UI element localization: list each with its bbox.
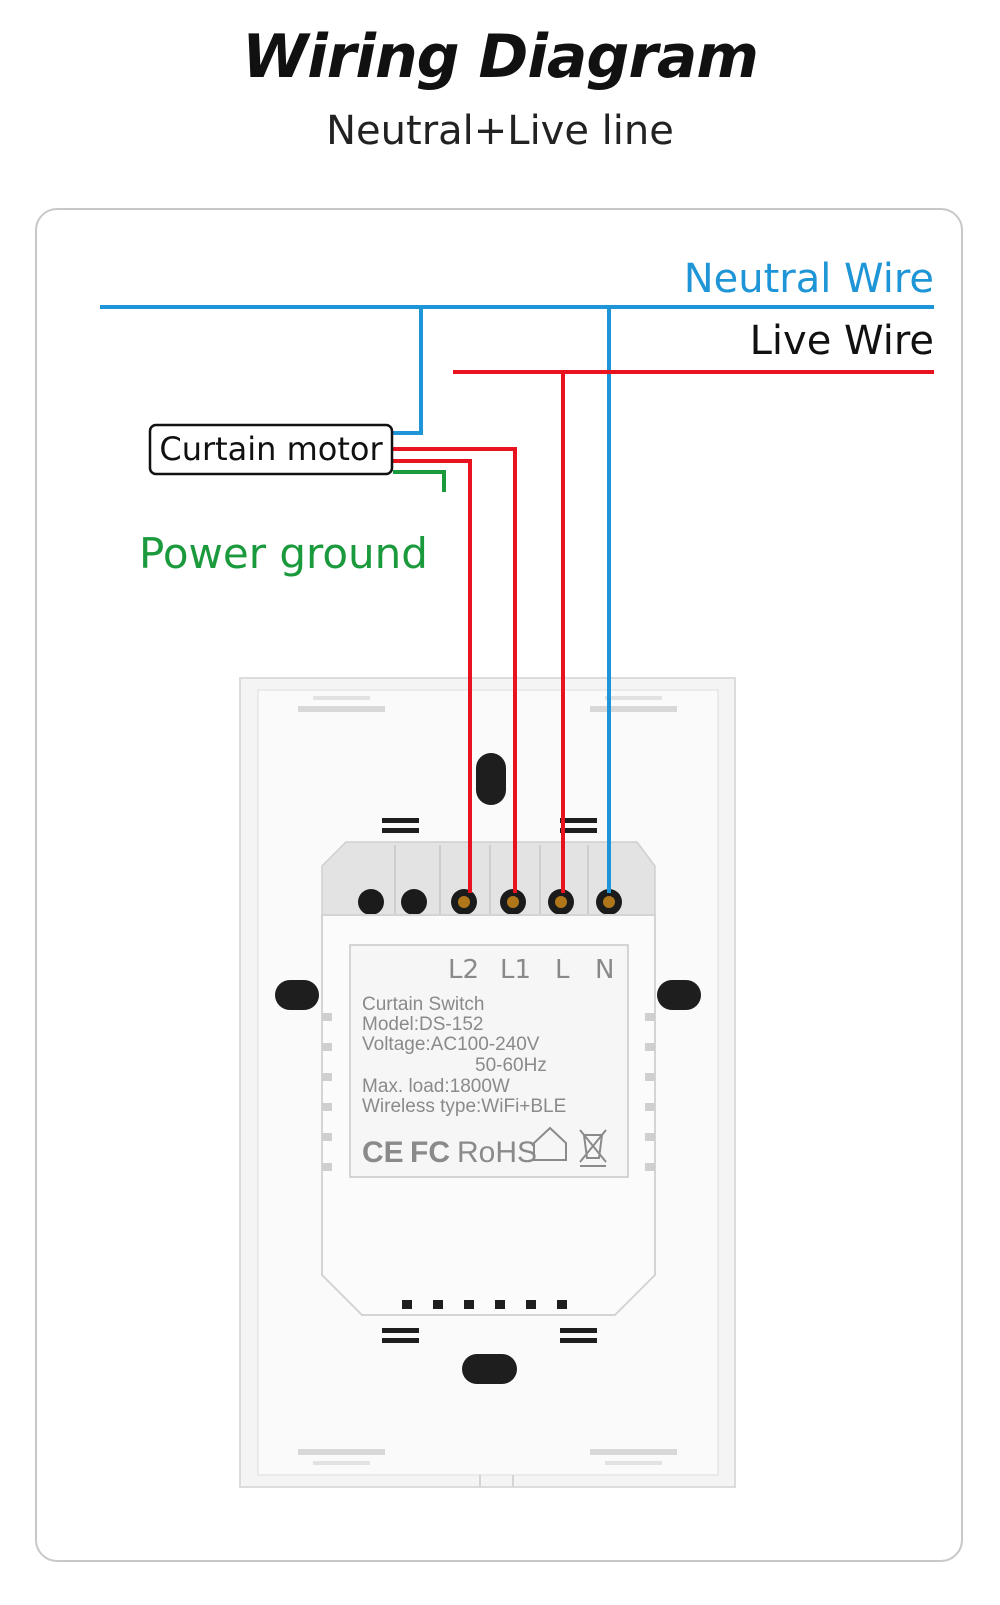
screw-hole-bottom — [462, 1354, 517, 1384]
terminal-label-l2: L2 — [448, 955, 479, 985]
page-subtitle: Neutral+Live line — [326, 108, 674, 154]
product-voltage: Voltage:AC100-240V — [362, 1034, 540, 1055]
mounting-slot-top-right — [590, 696, 677, 712]
live-wire — [393, 370, 934, 893]
terminal-screw-1 — [358, 889, 384, 915]
product-model: Model:DS-152 — [362, 1014, 483, 1035]
page-title: Wiring Diagram — [242, 22, 759, 92]
ce-mark: CE — [362, 1136, 404, 1169]
rohs-mark: RoHS — [457, 1136, 537, 1169]
neutral-wire — [100, 305, 934, 893]
screw-hole-left — [275, 980, 319, 1010]
power-ground-label: Power ground — [139, 529, 428, 578]
mounting-slot-top-left — [298, 696, 385, 712]
fc-mark: FC — [410, 1136, 450, 1169]
terminal-block — [321, 841, 656, 923]
screw-hole-right — [657, 980, 701, 1010]
product-max-load: Max. load:1800W — [362, 1076, 510, 1097]
terminal-label-n: N — [595, 955, 614, 985]
diagram-frame — [35, 208, 963, 1562]
curtain-motor-label: Curtain motor — [159, 430, 383, 468]
terminal-label-l: L — [555, 955, 570, 985]
live-wire-label: Live Wire — [750, 318, 934, 364]
weee-bin-icon — [579, 1129, 607, 1167]
terminal-screw-2 — [401, 889, 427, 915]
certification-marks: CE FC RoHS — [362, 1126, 607, 1169]
mounting-slot-bottom-right — [590, 1449, 677, 1465]
mounting-slot-bottom-left — [298, 1449, 385, 1465]
ground-wire — [393, 470, 446, 492]
product-name: Curtain Switch — [362, 994, 485, 1015]
curtain-motor-box: Curtain motor — [148, 423, 394, 476]
neutral-wire-label: Neutral Wire — [684, 256, 934, 302]
terminal-label-l1: L1 — [500, 955, 531, 985]
product-frequency: 50-60Hz — [475, 1055, 547, 1076]
product-wireless: Wireless type:WiFi+BLE — [362, 1096, 566, 1117]
indoor-use-icon — [533, 1126, 567, 1161]
screw-hole-top — [476, 753, 506, 805]
product-label: L2 L1 L N Curtain Switch Model:DS-152 Vo… — [349, 944, 629, 1178]
